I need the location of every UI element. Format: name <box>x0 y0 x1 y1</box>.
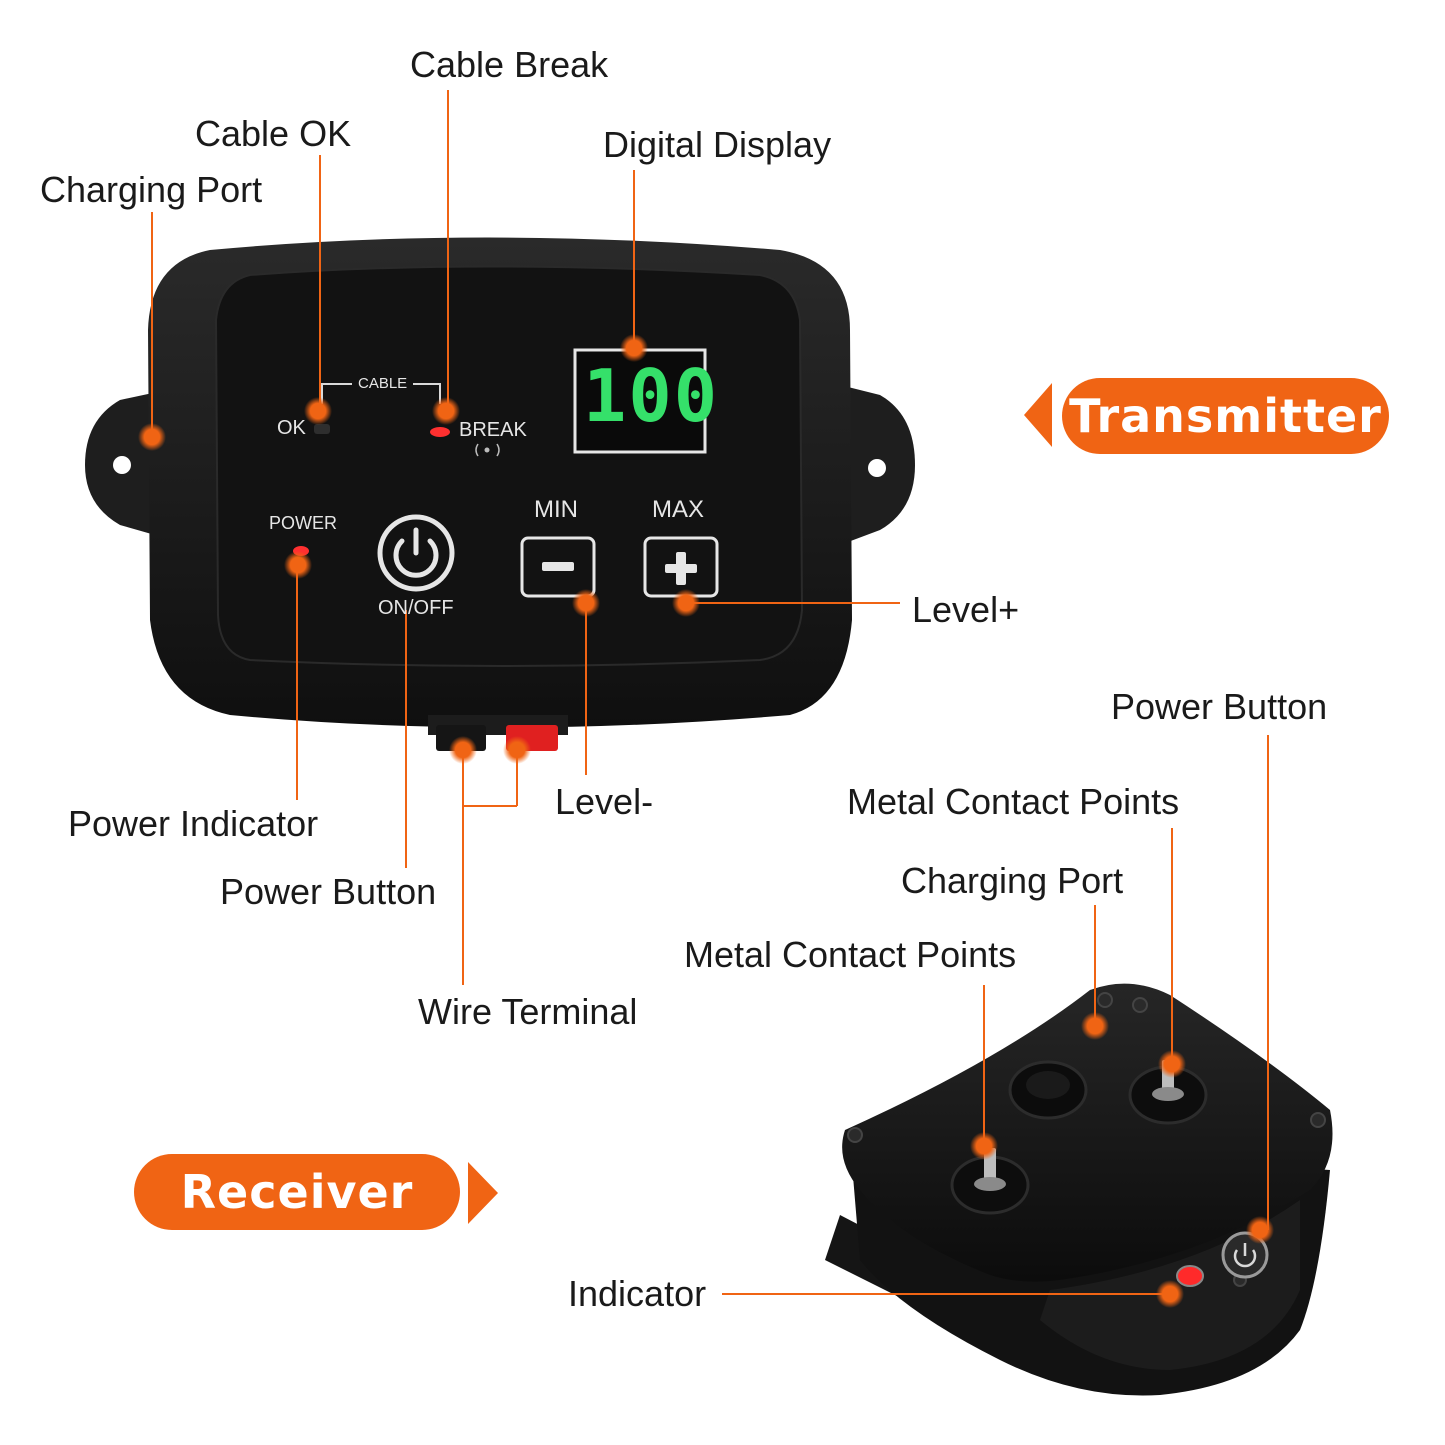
receiver-tag: Receiver <box>134 1154 460 1230</box>
panel-onoff-label: ON/OFF <box>378 597 454 619</box>
transmitter-left-hole <box>113 456 131 474</box>
transmitter-right-hole <box>868 459 886 477</box>
panel-break-label: BREAK <box>459 419 527 441</box>
receiver-indicator-led <box>1176 1265 1204 1287</box>
transmitter-callout-dots <box>138 334 700 764</box>
panel-max-label: MAX <box>652 496 705 523</box>
panel-cable-label: CABLE <box>358 375 408 392</box>
receiver-callout-lines <box>722 735 1269 1295</box>
callout-cable-break: Cable Break <box>410 44 609 85</box>
power-button-ring <box>377 514 455 592</box>
callout-power-indicator: Power Indicator <box>68 803 319 844</box>
callout-level-minus: Level- <box>555 781 654 822</box>
callout-receiver-charging-port: Charging Port <box>901 860 1124 901</box>
panel-ok-label: OK <box>277 417 306 439</box>
transmitter-callout-lines <box>151 90 900 985</box>
callout-power-button: Power Button <box>220 871 437 912</box>
transmitter-tag-arrow <box>1024 383 1052 447</box>
panel-min-label: MIN <box>534 496 578 523</box>
digital-display-value: 100 <box>583 354 720 438</box>
level-minus-key <box>520 536 596 598</box>
receiver-tag-arrow <box>468 1162 498 1224</box>
callout-receiver-power-button: Power Button <box>1111 686 1328 727</box>
transmitter-device <box>85 237 915 751</box>
callout-receiver-metal-contacts-top: Metal Contact Points <box>847 781 1180 822</box>
callout-digital-display: Digital Display <box>603 124 832 165</box>
receiver-callout-dots <box>970 1012 1274 1308</box>
transmitter-tag: Transmitter <box>1062 378 1389 454</box>
callout-cable-ok: Cable OK <box>195 113 352 154</box>
callout-charging-port: Charging Port <box>40 169 263 210</box>
transmitter-face <box>214 265 804 667</box>
callout-wire-terminal: Wire Terminal <box>418 991 638 1032</box>
callout-level-plus: Level+ <box>912 589 1020 630</box>
panel-power-label: POWER <box>269 513 338 533</box>
callout-receiver-indicator: Indicator <box>568 1273 707 1314</box>
callout-receiver-metal-contacts-left: Metal Contact Points <box>684 934 1017 975</box>
receiver-device <box>825 983 1333 1396</box>
digital-display-frame <box>573 348 707 454</box>
